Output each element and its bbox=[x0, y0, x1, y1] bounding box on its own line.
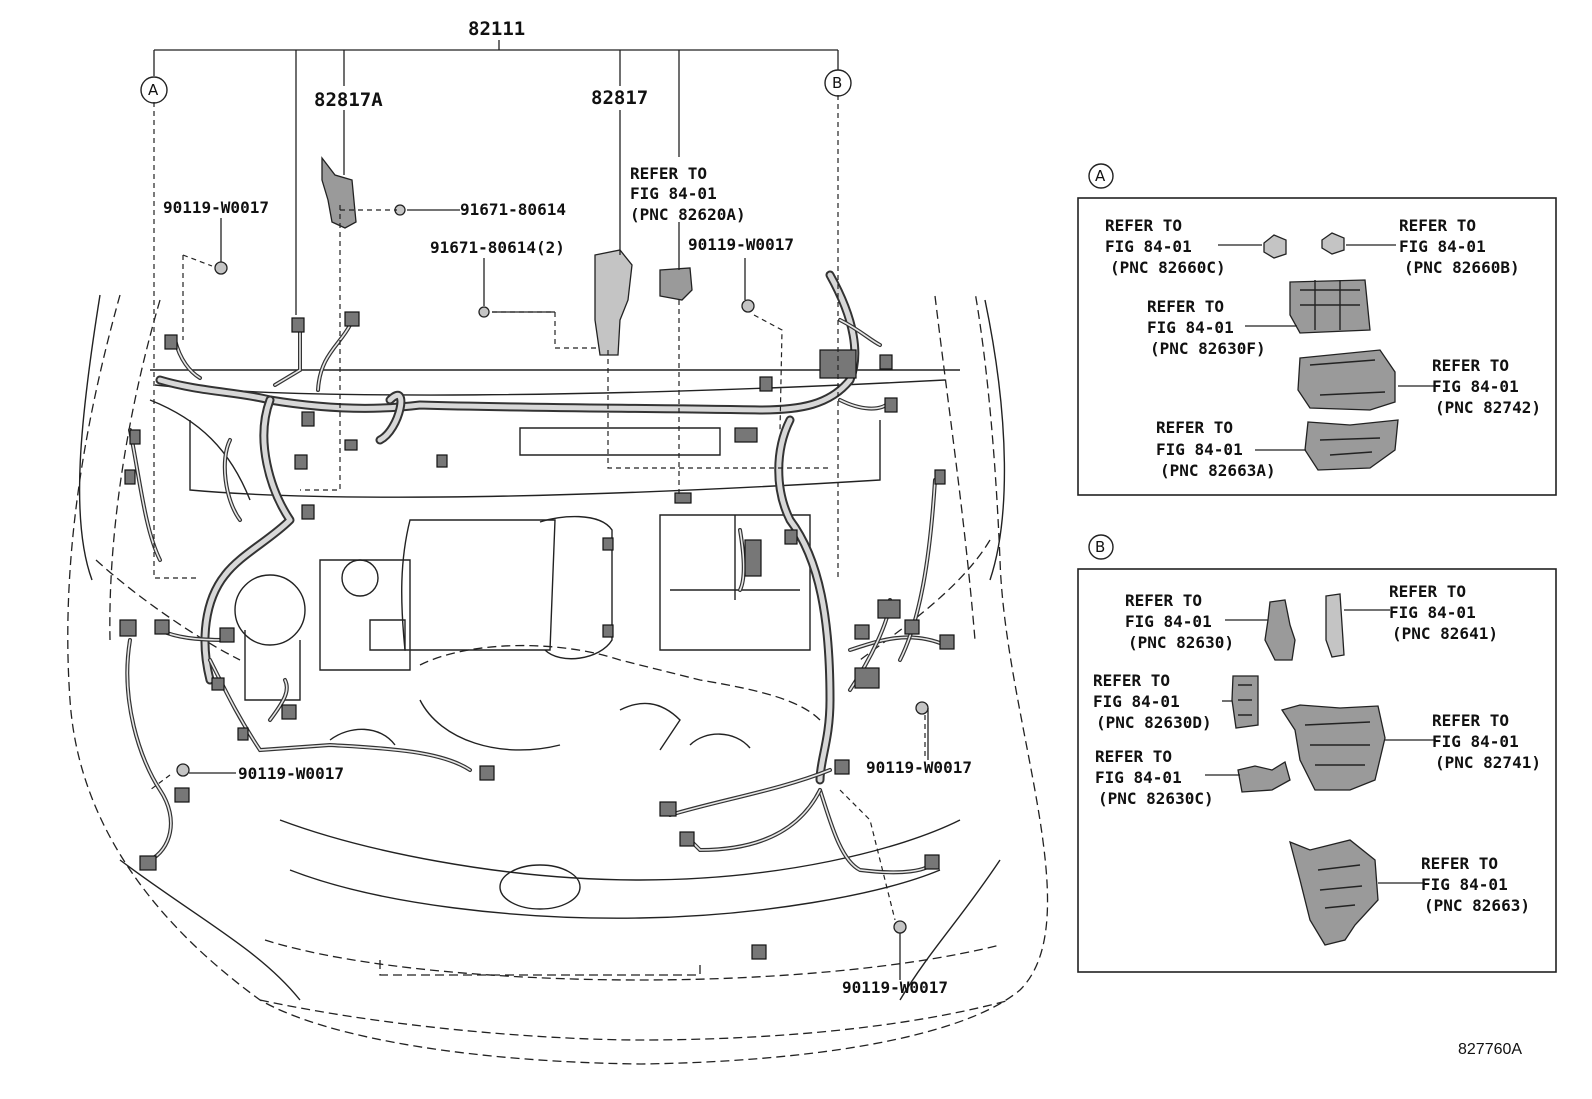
part-82741 bbox=[1280, 704, 1386, 791]
ref-82630d-line1: REFER TO bbox=[1093, 671, 1170, 690]
ref-82663-line3: (PNC 82663) bbox=[1424, 896, 1530, 915]
callout-b-letter: B bbox=[832, 74, 842, 92]
ref-82641-line3: (PNC 82641) bbox=[1392, 624, 1498, 643]
detail-panel-b: B REFER TO FIG 84-01 (PNC 82630) REFER T… bbox=[1077, 534, 1557, 973]
relay-82620a-part bbox=[659, 267, 693, 301]
ref-82630c-line3: (PNC 82630C) bbox=[1098, 789, 1214, 808]
ref-82660b-line3: (PNC 82660B) bbox=[1404, 258, 1520, 277]
ref-82742-line3: (PNC 82742) bbox=[1435, 398, 1541, 417]
ref-82742-line2: FIG 84-01 bbox=[1432, 377, 1519, 396]
engine-wire-harness bbox=[155, 270, 860, 785]
ref-82660c-line1: REFER TO bbox=[1105, 216, 1182, 235]
ref-82630-line1: REFER TO bbox=[1125, 591, 1202, 610]
ref-82741-line3: (PNC 82741) bbox=[1435, 753, 1541, 772]
ref-82641-line2: FIG 84-01 bbox=[1389, 603, 1476, 622]
ref-82641-line1: REFER TO bbox=[1389, 582, 1466, 601]
main-part-labels: 82111 82817A 82817 REFER TO FIG 84-01 (P… bbox=[163, 18, 972, 997]
label-bolt-upper-left: 90119-W0017 bbox=[163, 198, 269, 217]
panel-a-marker-circle bbox=[1088, 163, 1114, 189]
ref-82630f-line2: FIG 84-01 bbox=[1147, 318, 1234, 337]
panel-b-marker-circle bbox=[1088, 534, 1114, 560]
label-82817a: 82817A bbox=[314, 89, 383, 111]
clip-nut-parts bbox=[394, 204, 490, 318]
refer-82620a-line2: FIG 84-01 bbox=[630, 184, 717, 203]
branch-wires bbox=[125, 318, 947, 875]
ref-82630c-line1: REFER TO bbox=[1095, 747, 1172, 766]
part-82663 bbox=[1289, 839, 1379, 946]
car-body-outline bbox=[67, 291, 1049, 1065]
ref-82660b-line1: REFER TO bbox=[1399, 216, 1476, 235]
label-82817: 82817 bbox=[591, 87, 648, 109]
label-bolt-lower-right: 90119-W0017 bbox=[866, 758, 972, 777]
ref-82742-line1: REFER TO bbox=[1432, 356, 1509, 375]
ref-82660b-line2: FIG 84-01 bbox=[1399, 237, 1486, 256]
leader-lines bbox=[153, 40, 929, 980]
part-82663a bbox=[1304, 419, 1399, 471]
part-82742 bbox=[1297, 349, 1396, 411]
ref-82741-line1: REFER TO bbox=[1432, 711, 1509, 730]
panel-a-marker: A bbox=[1095, 167, 1106, 185]
ref-82741-line2: FIG 84-01 bbox=[1432, 732, 1519, 751]
ref-82630-line2: FIG 84-01 bbox=[1125, 612, 1212, 631]
ref-82660c-line3: (PNC 82660C) bbox=[1110, 258, 1226, 277]
label-bolt-upper-center: 90119-W0017 bbox=[688, 235, 794, 254]
ref-82663a-line2: FIG 84-01 bbox=[1156, 440, 1243, 459]
harness-connectors bbox=[119, 311, 955, 960]
label-bolt-bottom: 90119-W0017 bbox=[842, 978, 948, 997]
part-82660b bbox=[1321, 232, 1345, 255]
detail-panel-a: A REFER TO FIG 84-01 (PNC 82660C) REFER … bbox=[1077, 163, 1557, 496]
bracket-82817a-part bbox=[321, 156, 357, 229]
label-bolt-lower-left: 90119-W0017 bbox=[238, 764, 344, 783]
ref-82663a-line1: REFER TO bbox=[1156, 418, 1233, 437]
part-82630d bbox=[1231, 675, 1259, 729]
bracket-82817-part bbox=[594, 249, 633, 356]
callout-b-circle bbox=[824, 69, 852, 97]
ref-82663a-line3: (PNC 82663A) bbox=[1160, 461, 1276, 480]
bolt-parts bbox=[176, 261, 929, 934]
ref-82630d-line2: FIG 84-01 bbox=[1093, 692, 1180, 711]
ref-82630c-line2: FIG 84-01 bbox=[1095, 768, 1182, 787]
panel-b-marker: B bbox=[1095, 538, 1105, 556]
part-82630c bbox=[1237, 760, 1291, 793]
refer-82620a-line3: (PNC 82620A) bbox=[630, 205, 746, 224]
part-82630f bbox=[1289, 279, 1371, 334]
part-82660c bbox=[1263, 234, 1287, 259]
figure-code: 827760A bbox=[1458, 1041, 1522, 1058]
callout-markers: A B bbox=[140, 69, 852, 104]
ref-82660c-line2: FIG 84-01 bbox=[1105, 237, 1192, 256]
part-82630 bbox=[1264, 599, 1296, 661]
label-82111: 82111 bbox=[468, 18, 525, 40]
label-clip-nut-qty: 91671-80614(2) bbox=[430, 238, 565, 257]
refer-82620a-line1: REFER TO bbox=[630, 164, 707, 183]
callout-a-letter: A bbox=[148, 81, 159, 99]
ref-82630f-line1: REFER TO bbox=[1147, 297, 1224, 316]
ref-82630f-line3: (PNC 82630F) bbox=[1150, 339, 1266, 358]
ref-82630d-line3: (PNC 82630D) bbox=[1096, 713, 1212, 732]
ref-82630-line3: (PNC 82630) bbox=[1128, 633, 1234, 652]
callout-a-circle bbox=[140, 76, 168, 104]
part-82641 bbox=[1325, 593, 1345, 658]
ref-82663-line2: FIG 84-01 bbox=[1421, 875, 1508, 894]
label-clip-nut: 91671-80614 bbox=[460, 200, 566, 219]
dashed-reference-lines bbox=[149, 95, 926, 921]
ref-82663-line1: REFER TO bbox=[1421, 854, 1498, 873]
